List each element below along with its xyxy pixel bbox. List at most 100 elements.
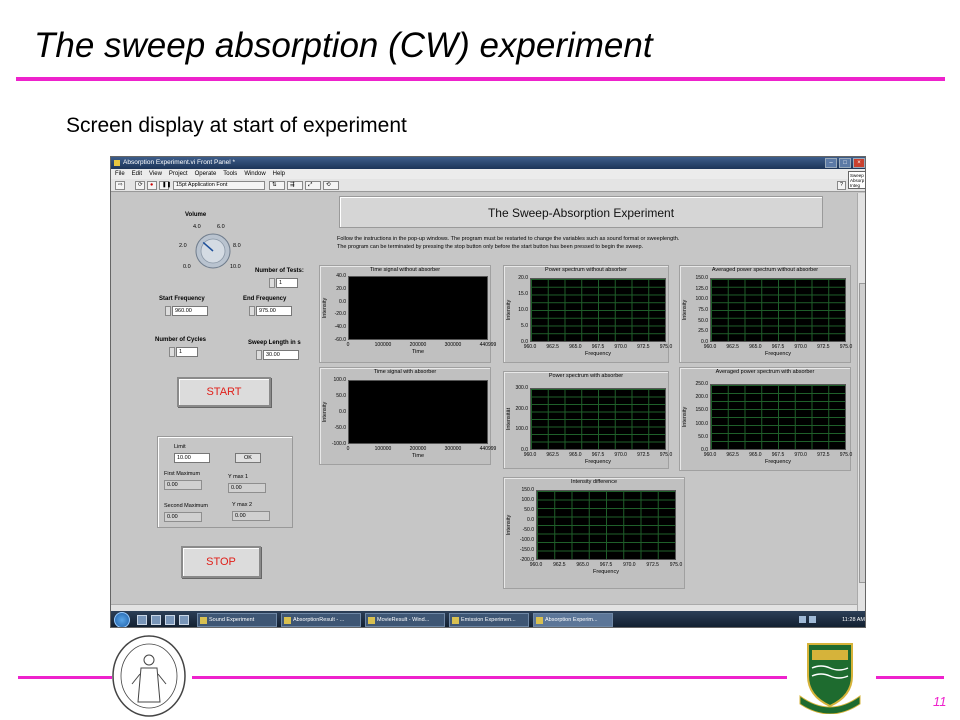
volume-icon[interactable]	[809, 616, 816, 623]
taskbar-item[interactable]: MovieResult - Wind...	[365, 613, 445, 627]
y-tick-label: 150.0	[695, 407, 708, 414]
x-axis-label: Time	[411, 453, 425, 459]
font-selector[interactable]: 15pt Application Font	[173, 181, 265, 190]
vertical-scrollbar-thumb[interactable]	[859, 283, 865, 583]
plot-area[interactable]	[536, 490, 676, 560]
menu-item-file[interactable]: File	[115, 171, 125, 177]
taskbar: Sound Experiment AbsorptionResult - ... Mo…	[111, 611, 865, 627]
browser-icon[interactable]	[165, 615, 175, 625]
end-frequency-input[interactable]: 975.00	[256, 306, 292, 316]
taskbar-item[interactable]: Emission Experimen...	[449, 613, 529, 627]
plot-area[interactable]	[530, 388, 666, 450]
vertical-scrollbar[interactable]	[857, 193, 865, 611]
start-frequency-spinner[interactable]	[165, 306, 171, 316]
x-tick-label: 975.0	[659, 452, 673, 458]
x-tick-label: 962.5	[546, 452, 559, 458]
network-icon[interactable]	[799, 616, 806, 623]
run-continuously-icon[interactable]: ⟳	[135, 181, 145, 190]
switch-windows-icon[interactable]	[151, 615, 161, 625]
second-maximum-value: 0.00	[164, 512, 202, 522]
show-desktop-icon[interactable]	[137, 615, 147, 625]
y-axis-label: Intensity	[322, 297, 328, 319]
horizontal-scrollbar[interactable]	[111, 604, 857, 611]
plot-area[interactable]	[348, 380, 488, 444]
plot-area[interactable]	[710, 278, 846, 342]
resize-icon[interactable]: ⤢	[305, 181, 321, 190]
pause-icon[interactable]: ❚❚	[159, 181, 171, 190]
y-tick-label: 300.0	[515, 385, 528, 391]
x-tick-label: 965.0	[749, 344, 762, 350]
x-tick-label: 962.5	[553, 562, 566, 568]
menu-item-operate[interactable]: Operate	[194, 171, 217, 177]
y-axis-label: Intensität	[506, 407, 512, 431]
footer-rule-middle	[192, 676, 787, 679]
plot-area[interactable]	[710, 384, 846, 450]
instructions-line-2: The program can be terminated by pressin…	[337, 244, 644, 250]
y-tick-label: -200.0	[519, 557, 534, 563]
first-maximum-value: 0.00	[164, 480, 202, 490]
minimize-button[interactable]: –	[825, 158, 837, 168]
help-icon[interactable]: ?	[837, 181, 846, 190]
menu-item-tools[interactable]: Tools	[223, 171, 238, 177]
distribute-icon[interactable]: ⇶	[287, 181, 303, 190]
x-tick-label: 965.0	[749, 452, 762, 458]
window-titlebar[interactable]: Absorption Experiment.vi Front Panel * –…	[111, 157, 865, 169]
x-tick-label: 960.0	[523, 452, 537, 458]
end-frequency-spinner[interactable]	[249, 306, 255, 316]
plot-area[interactable]	[348, 276, 488, 340]
stop-button[interactable]: STOP	[181, 546, 261, 578]
taskbar-item[interactable]: AbsorptionResult - ...	[281, 613, 361, 627]
align-icon[interactable]: ⇅	[269, 181, 285, 190]
x-tick-label: 975.0	[659, 344, 673, 350]
taskbar-item[interactable]: Sound Experiment	[197, 613, 277, 627]
menu-item-help[interactable]: Help	[272, 171, 285, 177]
menu-item-view[interactable]: View	[149, 171, 162, 177]
menu-item-edit[interactable]: Edit	[131, 171, 143, 177]
volume-label: Volume	[185, 212, 207, 218]
windows-start-icon[interactable]	[114, 612, 130, 627]
number-of-tests-spinner[interactable]	[269, 278, 275, 288]
menu-item-project[interactable]: Project	[168, 171, 188, 177]
chart-title: Power spectrum without absorber	[545, 267, 627, 273]
maximize-button[interactable]: □	[839, 158, 851, 168]
reorder-icon[interactable]: ⟲	[323, 181, 339, 190]
crest-icon	[799, 643, 861, 714]
sweep-length-input[interactable]: 30.00	[263, 350, 299, 360]
y-tick-label: 40.0	[336, 273, 346, 279]
volume-knob[interactable]: 0.0 2.0 4.0 6.0 8.0 10.0	[173, 219, 253, 277]
plot-area[interactable]	[530, 278, 666, 342]
y-tick-label: 25.0	[698, 328, 708, 335]
x-tick-label: 972.5	[646, 562, 659, 568]
y-tick-label: 250.0	[695, 381, 708, 387]
start-frequency-input[interactable]: 960.00	[172, 306, 208, 316]
number-of-cycles-spinner[interactable]	[169, 347, 175, 357]
y-tick-label: 50.0	[698, 433, 708, 440]
menu-item-window[interactable]: Window	[244, 171, 266, 177]
y-tick-label: 0.0	[527, 517, 534, 523]
media-icon[interactable]	[179, 615, 189, 625]
x-tick-label: 970.0	[794, 452, 807, 458]
x-tick-label: 970.0	[614, 452, 627, 458]
taskbar-item[interactable]: Absorption Experim...	[533, 613, 613, 627]
sweep-length-spinner[interactable]	[256, 350, 262, 360]
number-of-cycles-input[interactable]: 1	[176, 347, 198, 357]
page-number: 11	[933, 694, 947, 709]
close-button[interactable]: ×	[853, 158, 865, 168]
y-max-1-value: 0.00	[228, 483, 266, 493]
limit-group	[157, 436, 293, 528]
limit-input[interactable]: 10.00	[174, 453, 210, 463]
x-tick-label: 962.5	[726, 344, 739, 350]
abort-icon[interactable]: ●	[147, 181, 157, 190]
x-axis-label: Frequency	[585, 351, 611, 357]
number-of-tests-input[interactable]: 1	[276, 278, 298, 288]
ok-button[interactable]: OK	[235, 453, 261, 463]
chart-title: Power spectrum with absorber	[548, 373, 624, 379]
y-tick-label: 0.0	[339, 298, 346, 305]
run-arrow-icon[interactable]: ⇨	[115, 181, 125, 190]
volume-knob-pointer	[202, 241, 214, 252]
x-tick-label: 200000	[409, 446, 427, 452]
x-tick-label: 967.5	[771, 344, 785, 350]
start-button[interactable]: START	[177, 377, 271, 407]
x-tick-label: 200000	[409, 342, 427, 348]
